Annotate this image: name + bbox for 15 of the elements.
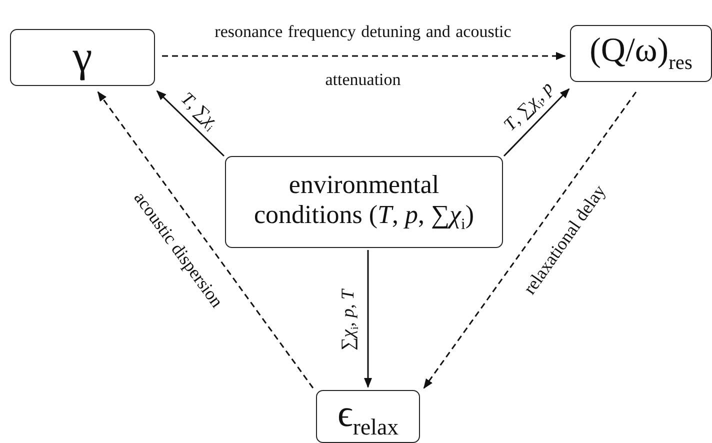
arrow bbox=[364, 250, 372, 388]
arrow bbox=[162, 52, 566, 60]
node-text: environmental conditions (T, p, ∑χ$_{i}$) bbox=[253, 170, 475, 234]
arrow bbox=[156, 90, 225, 157]
node-box bbox=[316, 390, 420, 443]
node-text: (Q/ω)$_{res}$ bbox=[590, 31, 692, 76]
arrow bbox=[423, 92, 637, 389]
arrow bbox=[97, 91, 314, 388]
edge-label: resonance frequency detuning and acoustic attenuation bbox=[214, 21, 512, 91]
node-text: γ bbox=[72, 32, 92, 83]
node-box bbox=[225, 156, 503, 248]
node-text: ϵ$_{relax}$ bbox=[338, 392, 398, 440]
node-box bbox=[10, 29, 155, 86]
arrow bbox=[503, 88, 570, 157]
node-box bbox=[570, 25, 712, 82]
